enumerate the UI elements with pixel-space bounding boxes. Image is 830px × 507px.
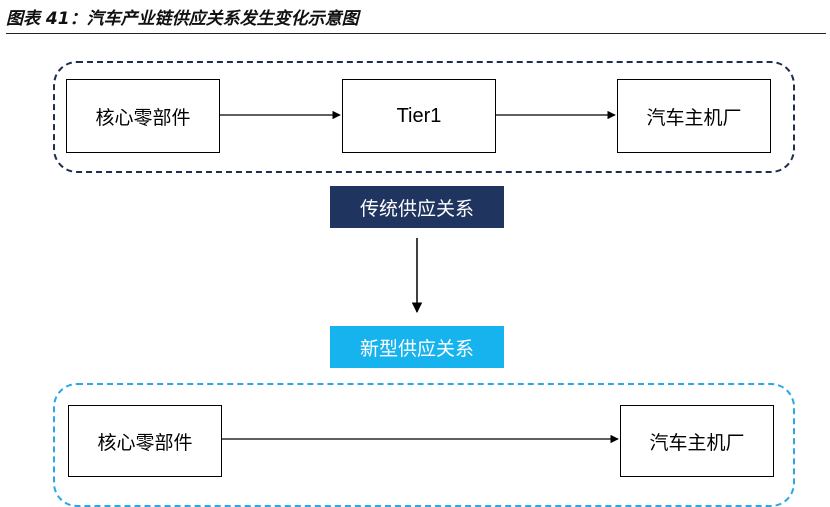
title-divider: [6, 33, 826, 34]
traditional-node-oem: 汽车主机厂: [617, 79, 771, 153]
traditional-node-tier1: Tier1: [342, 79, 496, 153]
new-node-oem: 汽车主机厂: [620, 405, 774, 477]
new-supply-label: 新型供应关系: [330, 326, 504, 368]
traditional-node-core-parts: 核心零部件: [66, 79, 220, 153]
traditional-supply-group: [53, 61, 795, 173]
new-node-core-parts: 核心零部件: [68, 405, 222, 477]
figure-title: 图表 41：汽车产业链供应关系发生变化示意图: [6, 9, 359, 29]
connector-arrows: [219, 110, 619, 444]
traditional-supply-label: 传统供应关系: [330, 186, 504, 228]
